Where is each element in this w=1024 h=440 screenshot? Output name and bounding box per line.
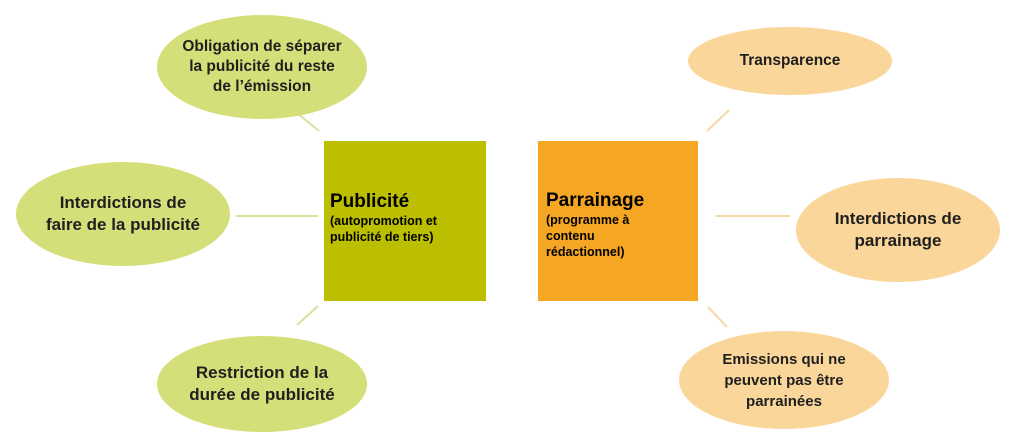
node-interdictions-parrainage-label: Interdictions de parrainage [834,209,962,250]
node-transparence: Transparence [688,27,892,95]
node-interdictions-parrainage: Interdictions de parrainage [796,178,1000,282]
connector-tra-parrainage [706,109,730,132]
parrainage-subtitle: (programme à contenu rédactionnel) [546,213,630,259]
node-interdictions-publicite: Interdictions de faire de la publicité [16,162,230,266]
parrainage-box: Parrainage (programme à contenu rédactio… [538,141,698,301]
connector-res-publicite [296,305,319,326]
connector-sep-publicite [296,112,320,132]
publicite-title: Publicité [330,191,410,212]
node-emissions-non-parrainees: Emissions qui ne peuvent pas être parrai… [679,331,889,429]
node-transparence-label: Transparence [739,52,841,69]
node-restriction-duree-label: Restriction de la durée de publicité [189,363,335,404]
parrainage-title: Parrainage [546,190,645,211]
node-obligation-separer-label: Obligation de séparer la publicité du re… [182,38,342,95]
connector-emi-parrainage [707,306,728,328]
publicite-box: Publicité (autopromotion et publicité de… [324,141,486,301]
node-interdictions-publicite-label: Interdictions de faire de la publicité [46,193,200,234]
node-emissions-non-parrainees-label: Emissions qui ne peuvent pas être parrai… [722,350,846,410]
node-restriction-duree: Restriction de la durée de publicité [157,336,367,432]
node-obligation-separer: Obligation de séparer la publicité du re… [157,15,367,119]
publicite-subtitle: (autopromotion et publicité de tiers) [330,214,437,244]
